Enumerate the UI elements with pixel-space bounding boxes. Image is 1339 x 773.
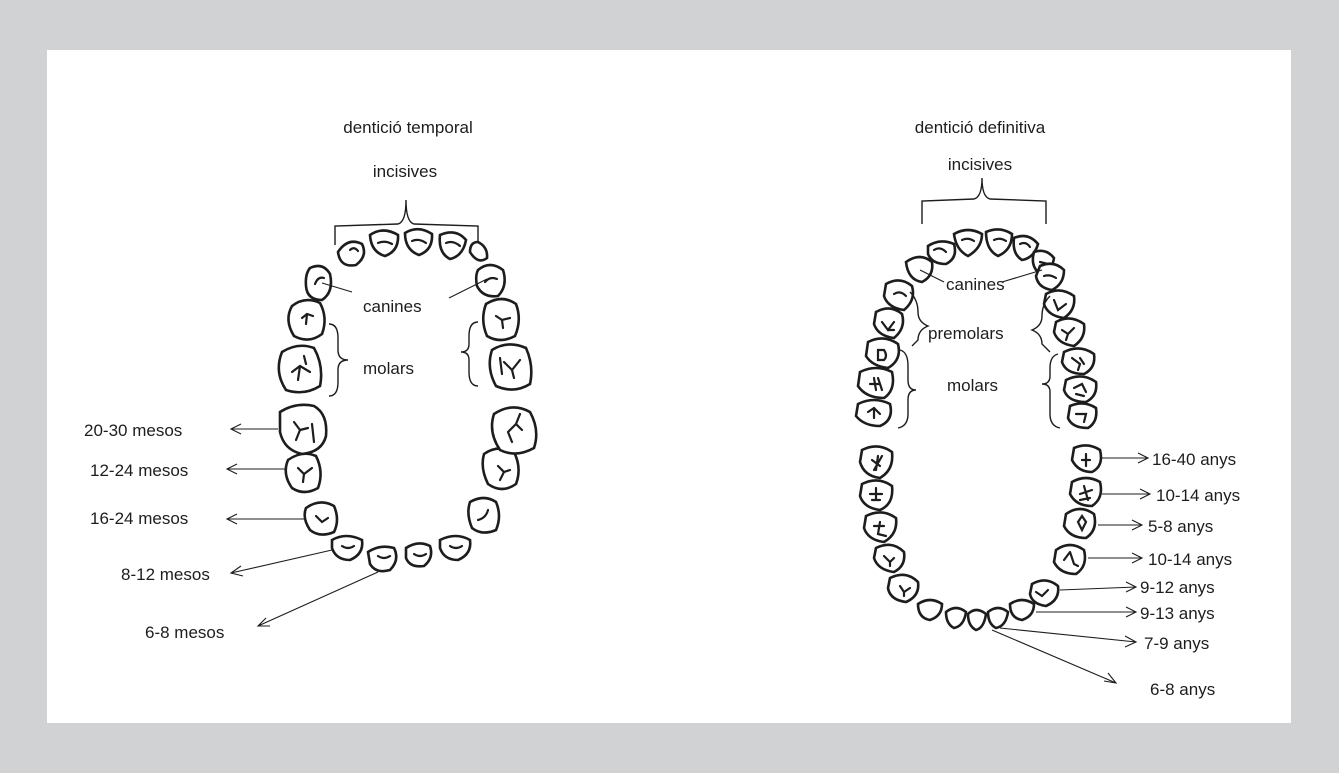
- temporal-eruption-label: 6-8 mesos: [145, 623, 224, 642]
- eruption-arrow: [231, 424, 278, 434]
- eruption-arrow: [1102, 453, 1148, 463]
- tooth: [338, 242, 364, 266]
- eruption-arrow: [258, 572, 378, 626]
- temporal-eruption-label: 8-12 mesos: [121, 565, 210, 584]
- tooth: [888, 575, 918, 602]
- definitive-canines-label: canines: [946, 275, 1005, 294]
- temporal-molars-brace-left: [329, 324, 348, 396]
- eruption-arrow: [1060, 582, 1136, 592]
- definitive-molars-brace-right: [1042, 354, 1060, 428]
- tooth: [954, 230, 982, 256]
- temporal-title: dentició temporal: [343, 118, 472, 137]
- tooth: [370, 231, 398, 257]
- tooth: [988, 608, 1008, 628]
- definitive-incisors-brace: [922, 178, 1046, 224]
- temporal-eruption-label: 16-24 mesos: [90, 509, 188, 528]
- definitive-eruption-label: 10-14 anys: [1156, 486, 1240, 505]
- tooth: [884, 280, 913, 310]
- tooth: [1064, 376, 1096, 402]
- definitive-eruption-label: 7-9 anys: [1144, 634, 1209, 653]
- eruption-arrow: [1098, 520, 1142, 530]
- definitive-dentition: dentició definitiva incisives: [856, 118, 1240, 699]
- temporal-canines-label: canines: [363, 297, 422, 316]
- tooth: [986, 229, 1012, 256]
- tooth: [874, 545, 904, 572]
- tooth: [946, 608, 966, 628]
- tooth: [440, 232, 466, 259]
- definitive-eruption-label: 9-13 anys: [1140, 604, 1215, 623]
- temporal-molars-brace-right: [461, 322, 478, 386]
- definitive-eruption-label: 9-12 anys: [1140, 578, 1215, 597]
- tooth: [906, 257, 932, 282]
- tooth: [1054, 545, 1085, 574]
- eruption-arrow: [231, 550, 332, 576]
- tooth: [476, 265, 504, 296]
- definitive-molars-brace-left: [898, 350, 916, 428]
- definitive-premolars-label: premolars: [928, 324, 1004, 343]
- eruption-arrow: [227, 464, 286, 474]
- definitive-title: dentició definitiva: [915, 118, 1046, 137]
- tooth: [492, 407, 536, 453]
- tooth: [866, 338, 899, 368]
- tooth: [306, 266, 331, 300]
- definitive-eruption-label: 16-40 anys: [1152, 450, 1236, 469]
- definitive-lower-teeth: [860, 445, 1101, 630]
- tooth: [405, 229, 432, 255]
- tooth: [470, 242, 487, 260]
- eruption-arrow: [1088, 553, 1142, 563]
- temporal-eruption-label: 20-30 mesos: [84, 421, 182, 440]
- grooves: [294, 414, 522, 558]
- tooth: [1068, 403, 1096, 428]
- temporal-eruption-label: 12-24 mesos: [90, 461, 188, 480]
- tooth: [305, 502, 337, 534]
- definitive-eruption-label: 6-8 anys: [1150, 680, 1215, 699]
- tooth: [1010, 600, 1034, 620]
- definitive-eruption-label: 5-8 anys: [1148, 517, 1213, 536]
- eruption-arrow: [1102, 489, 1150, 499]
- tooth: [1044, 290, 1074, 318]
- eruption-arrow: [1036, 607, 1136, 617]
- tooth: [874, 308, 903, 338]
- definitive-incisors-label: incisives: [948, 155, 1012, 174]
- tooth: [468, 498, 499, 533]
- definitive-eruption-label: 10-14 anys: [1148, 550, 1232, 569]
- tooth: [918, 600, 942, 620]
- tooth: [968, 610, 986, 630]
- eruption-arrow: [227, 514, 304, 524]
- definitive-molars-label: molars: [947, 376, 998, 395]
- tooth: [1036, 264, 1064, 290]
- eruption-arrow: [1000, 628, 1136, 647]
- temporal-lower-teeth: [280, 405, 536, 571]
- temporal-incisors-label: incisives: [373, 162, 437, 181]
- temporal-dentition: dentició temporal incisives: [84, 118, 536, 642]
- temporal-molars-label: molars: [363, 359, 414, 378]
